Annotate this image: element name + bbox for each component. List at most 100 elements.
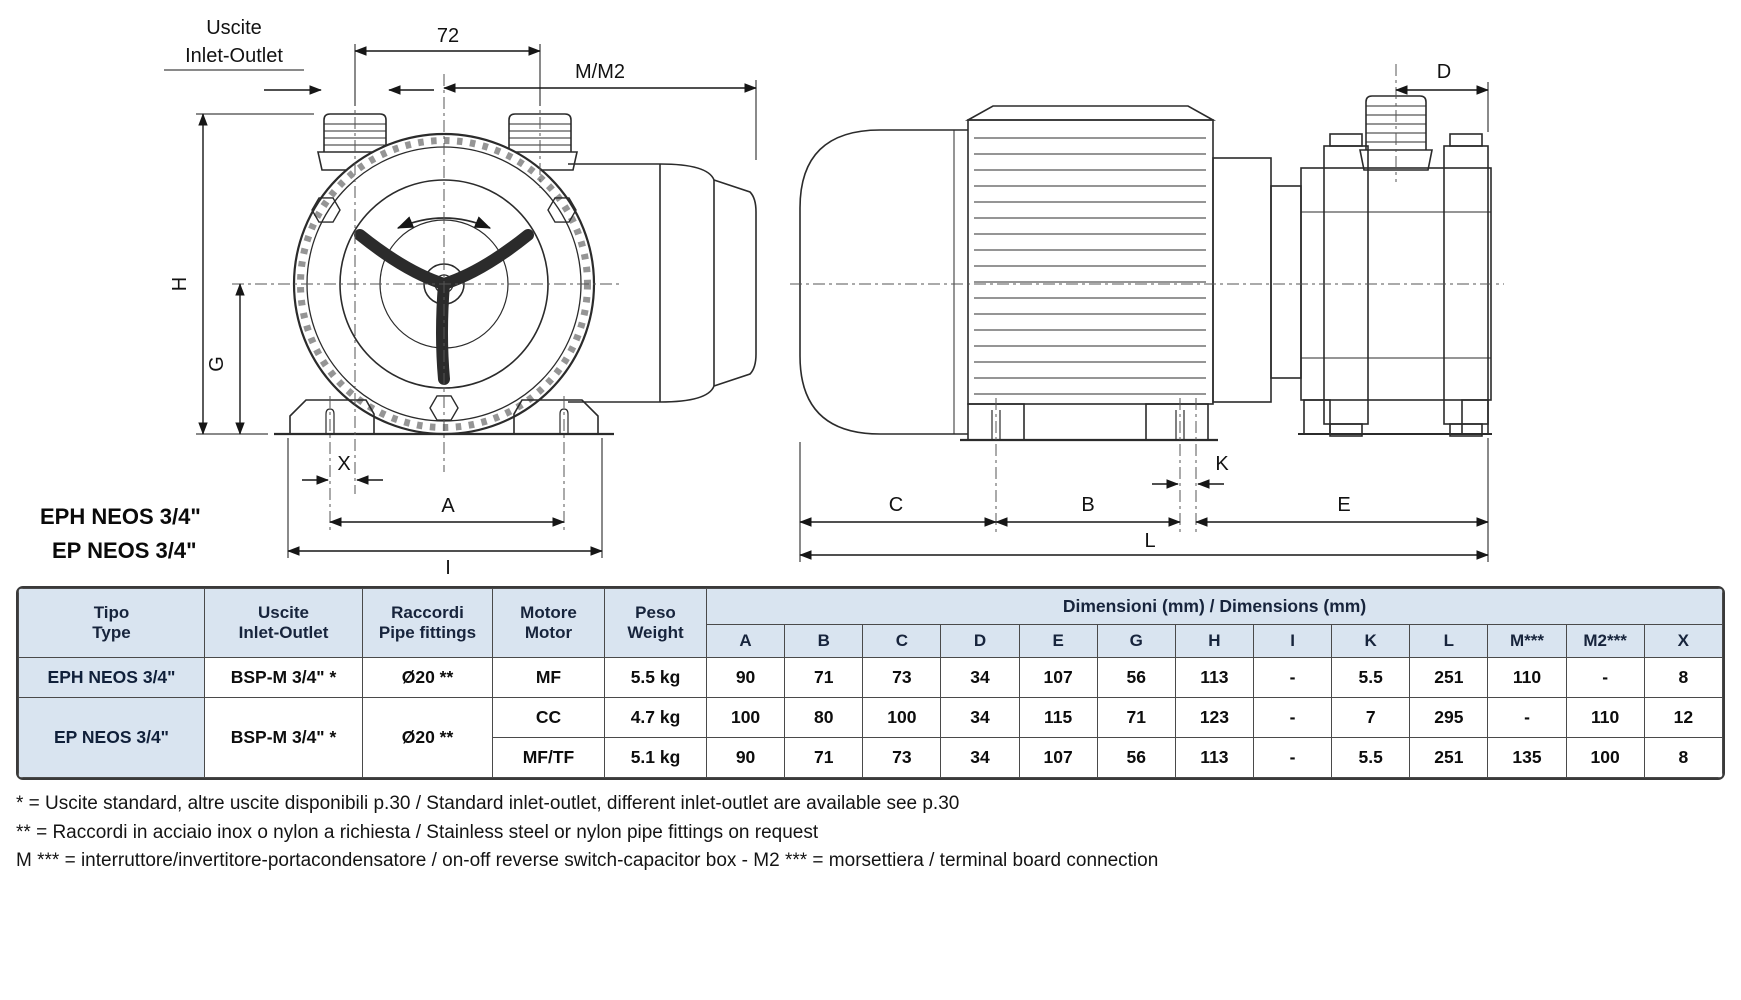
footnotes: * = Uscite standard, altre uscite dispon… [0,780,1741,876]
table-cell: 100 [862,697,942,738]
header-line: Tipo [93,602,130,622]
column-header-uscite: Uscite Inlet-Outlet [204,588,363,658]
dim-label-b: B [1081,494,1094,516]
header-line: Motor [524,623,573,642]
header-line: Inlet-Outlet [238,623,329,642]
table-cell: - [1252,697,1333,738]
table-cell: 100 [705,697,786,738]
table-cell: MF/TF [492,737,605,778]
dimensions-table: Tipo Type Uscite Inlet-Outlet Raccordi P… [18,588,1723,778]
dim-column-header: H [1174,624,1254,658]
table-cell: 56 [1096,737,1176,778]
dim-column-header: D [940,624,1020,658]
technical-drawings: Uscite Inlet-Outlet 72 M/M2 H G X A I EP… [40,17,1504,579]
dim-label-mm2: M/M2 [575,61,625,83]
table-cell: 135 [1487,737,1567,778]
table-cell: 34 [940,697,1020,738]
table-cell: 251 [1409,737,1489,778]
dim-label-l: L [1144,530,1155,552]
table-cell: 8 [1643,657,1723,698]
dim-column-header: K [1331,624,1411,658]
table-cell: 71 [784,737,864,778]
table-cell: 5.5 [1331,657,1411,698]
dimension-lines-side [799,82,1489,562]
table-cell: 7 [1331,697,1411,738]
header-line: Uscite [257,602,310,622]
dim-column-header: M*** [1487,624,1567,658]
header-line: Raccordi [391,602,464,622]
table-cell: EP NEOS 3/4" [18,697,205,778]
dim-label-a: A [441,495,455,517]
table-cell: BSP-M 3/4" * [204,697,363,778]
table-cell: 5.5 kg [604,657,707,698]
adapter-flange [1212,157,1302,403]
table-cell: - [1252,737,1333,778]
dim-label-c: C [889,494,903,516]
dim-label-x: X [337,453,350,475]
model-name-ep: EP NEOS 3/4" [52,538,197,563]
model-name-eph: EPH NEOS 3/4" [40,504,201,529]
table-cell: 113 [1174,657,1254,698]
dim-label-k: K [1215,453,1229,475]
table-cell: - [1565,657,1645,698]
centerlines-side [790,64,1504,534]
table-cell: 80 [784,697,864,738]
column-header-dimensions: Dimensioni (mm) / Dimensions (mm) [706,588,1723,625]
table-cell: 107 [1018,657,1098,698]
header-line: Peso [635,602,676,622]
table-cell: 71 [1096,697,1176,738]
dim-column-header: C [862,624,942,658]
dim-column-header: B [784,624,864,658]
front-view-drawing: Uscite Inlet-Outlet 72 M/M2 H G X A I EP… [40,17,757,579]
dim-label-e: E [1337,494,1350,516]
table-cell: 113 [1174,737,1254,778]
label-inlet-outlet: Inlet-Outlet [185,45,283,67]
dim-column-header: L [1409,624,1489,658]
table-cell: 90 [705,657,786,698]
header-line: Weight [627,623,684,642]
table-cell: 110 [1565,697,1645,738]
table-cell: 71 [784,657,864,698]
table-cell: Ø20 ** [362,697,493,778]
fan-cover [799,129,968,435]
dimension-lines [164,44,757,558]
side-view-drawing: D C B K E L [790,61,1504,562]
dim-label-h: H [169,277,191,291]
table-cell: 107 [1018,737,1098,778]
table-cell: 12 [1643,697,1723,738]
table-cell: - [1487,697,1567,738]
dim-column-header: E [1018,624,1098,658]
table-cell: 110 [1487,657,1567,698]
dim-label-i: I [445,557,451,579]
table-cell: 5.5 [1331,737,1411,778]
table-row-eph-neos: EPH NEOS 3/4" BSP-M 3/4" * Ø20 ** MF 5.5… [18,657,1723,698]
table-cell: 295 [1409,697,1489,738]
motor-rear-outline [568,163,757,403]
table-cell: 115 [1018,697,1098,738]
table-row-ep-neos-mftf: MF/TF 5.1 kg 90 71 73 34 107 56 113 - 5.… [19,737,1723,778]
pump-body-side [1298,95,1492,437]
dim-column-header: I [1252,624,1333,658]
table-cell: 90 [705,737,786,778]
centerlines [232,74,620,532]
table-cell: CC [492,697,605,738]
motor-body [964,105,1217,405]
table-cell: 73 [862,737,942,778]
footnote-switch-terminal: M *** = interruttore/invertitore-portaco… [16,850,1159,871]
column-header-tipo: Tipo Type [18,588,205,658]
table-cell: - [1252,657,1333,698]
table-cell: MF [492,657,605,698]
table-cell: 34 [940,657,1020,698]
table-cell: 251 [1409,657,1489,698]
column-header-motore: Motore Motor [492,588,605,658]
table-cell: 73 [862,657,942,698]
dim-column-header: A [705,624,786,658]
dim-label-g: G [206,356,228,372]
column-header-raccordi: Raccordi Pipe fittings [362,588,493,658]
header-line: Type [92,623,131,642]
dim-label-d: D [1437,61,1451,83]
table-cell: Ø20 ** [362,657,493,698]
header-line: Pipe fittings [378,623,477,642]
table-cell: 4.7 kg [604,697,707,738]
motor-feet [960,403,1218,442]
